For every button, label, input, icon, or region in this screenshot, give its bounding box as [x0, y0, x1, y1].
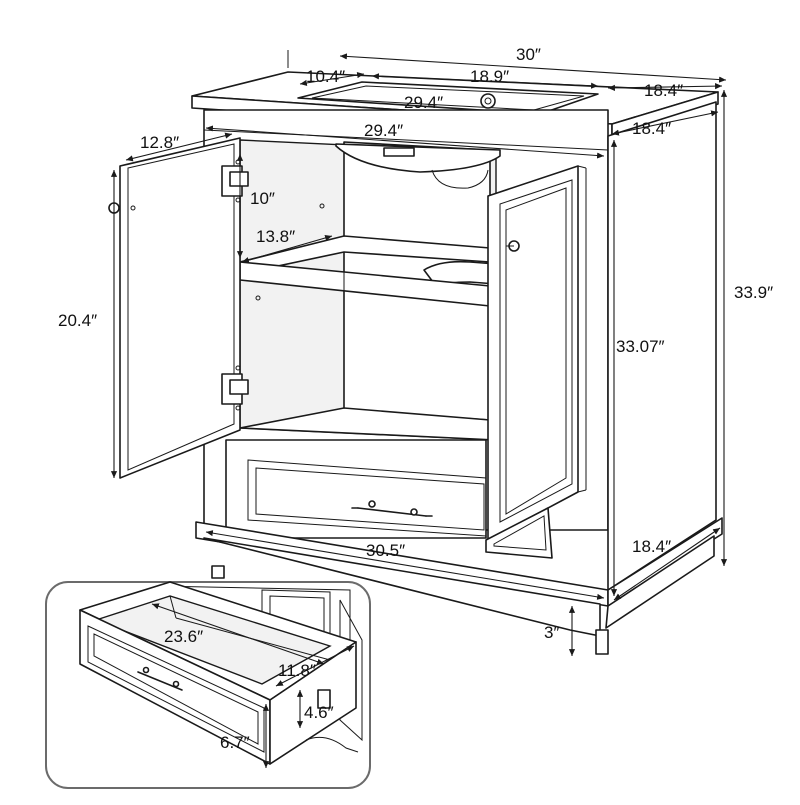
label-cabinet-height: 33.07″ — [616, 337, 665, 356]
label-leg-height: 3″ — [544, 623, 559, 642]
label-shelf-depth: 13.8″ — [256, 227, 295, 246]
front-left-foot — [211, 565, 225, 579]
label-cabinet-inner-width: 29.4″ — [364, 121, 403, 140]
label-base-width: 30.5″ — [366, 541, 405, 560]
front-right-foot — [595, 629, 609, 655]
label-drawer-inner-height: 4.6″ — [304, 703, 334, 722]
hinge-lower-icon — [221, 365, 249, 411]
label-door-width: 12.8″ — [140, 133, 179, 152]
label-base-depth: 18.4″ — [632, 537, 671, 556]
label-countertop-width: 30″ — [516, 45, 541, 64]
label-countertop-depth: 18.4″ — [644, 81, 683, 100]
label-total-height: 33.9″ — [734, 283, 773, 302]
inset-drawer-handle — [137, 666, 183, 691]
faucet-hole — [480, 93, 496, 109]
drawer-handle — [351, 500, 433, 517]
drawer-runner — [317, 689, 331, 709]
label-sink-inner-width: 29.4″ — [404, 93, 443, 112]
drawer-inset: 23.6″ 11.8″ 4.6″ 6.7″ — [45, 581, 371, 789]
label-sink-left-offset: 10.4″ — [306, 67, 345, 86]
dimension-lines — [110, 50, 728, 656]
sink-basin — [297, 81, 599, 115]
drawer-front — [225, 439, 487, 539]
label-drawer-front-height: 6.7″ — [220, 733, 250, 752]
label-drawer-width: 11.8″ — [278, 661, 316, 680]
label-door-height: 20.4″ — [58, 311, 97, 330]
label-cabinet-depth: 18.4″ — [632, 119, 671, 138]
label-shelf-height: 10″ — [250, 189, 275, 208]
dimension-labels: 30″ 10.4″ 18.9″ 18.4″ 29.4″ 18.4″ 29.4″ … — [58, 45, 773, 642]
right-door — [487, 165, 579, 541]
label-drawer-length: 23.6″ — [164, 627, 203, 646]
label-sink-width: 18.9″ — [470, 67, 509, 86]
